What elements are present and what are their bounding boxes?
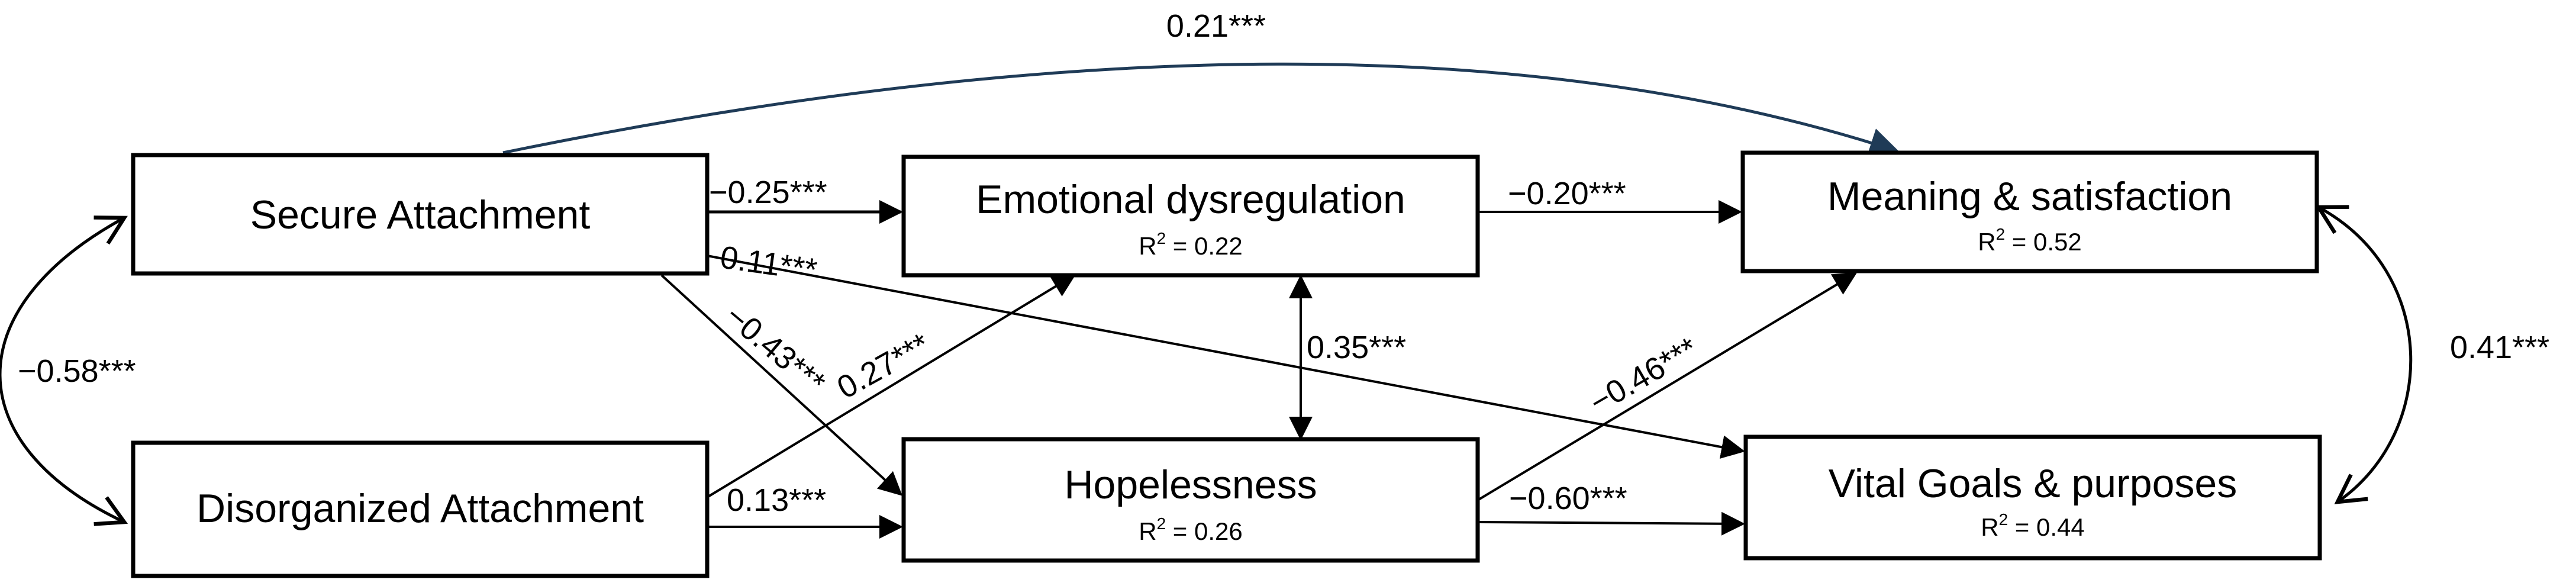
node-secure-attachment: Secure Attachment xyxy=(131,153,710,276)
coef-secure-hopelessness: −0.43*** xyxy=(718,298,832,401)
coef-disorganized-emotional: 0.27*** xyxy=(831,326,936,405)
node-disorganized-attachment: Disorganized Attachment xyxy=(131,440,710,578)
coef-secure-meaning: 0.21*** xyxy=(1166,8,1266,44)
coef-secure-emotional: −0.25*** xyxy=(709,175,827,210)
path-hopelessness-meaning xyxy=(1476,272,1858,501)
coef-secure-disorganized: −0.58*** xyxy=(18,353,136,389)
r2-label: R2 = 0.44 xyxy=(1981,510,2085,541)
node-vital-goals: Vital Goals & purposes R2 = 0.44 xyxy=(1743,434,2322,561)
node-label: Hopelessness xyxy=(1064,462,1317,507)
node-label: Emotional dysregulation xyxy=(976,177,1405,222)
path-secure-hopelessness xyxy=(660,274,902,496)
node-emotional-dysregulation: Emotional dysregulation R2 = 0.22 xyxy=(901,154,1480,278)
path-secure-disorganized xyxy=(0,215,128,526)
path-meaning-vital xyxy=(2315,205,2413,504)
coef-disorganized-hopelessness: 0.13*** xyxy=(727,482,826,518)
node-label: Vital Goals & purposes xyxy=(1829,461,2237,506)
coef-hopelessness-vital: −0.60*** xyxy=(1509,481,1627,516)
paths xyxy=(0,62,2413,539)
r2-label: R2 = 0.52 xyxy=(1978,225,2082,256)
path-hopelessness-vital xyxy=(1477,511,1745,536)
path-disorganized-emotional xyxy=(706,273,1076,498)
path-secure-meaning xyxy=(502,62,1900,157)
coefficients: 0.21*** −0.25*** 0.11*** −0.43*** 0.27**… xyxy=(18,8,2549,518)
node-label: Disorganized Attachment xyxy=(196,486,644,531)
path-secure-vital xyxy=(707,255,1745,459)
r2-label: R2 = 0.26 xyxy=(1139,514,1243,545)
coef-emotional-meaning: −0.20*** xyxy=(1508,176,1626,211)
node-label: Meaning & satisfaction xyxy=(1827,174,2232,219)
r2-label: R2 = 0.22 xyxy=(1139,229,1243,260)
coef-emotional-hopelessness: 0.35*** xyxy=(1307,330,1406,365)
coef-meaning-vital: 0.41*** xyxy=(2450,330,2549,365)
node-meaning-satisfaction: Meaning & satisfaction R2 = 0.52 xyxy=(1740,150,2319,273)
node-hopelessness: Hopelessness R2 = 0.26 xyxy=(901,437,1480,563)
coef-secure-vital: 0.11*** xyxy=(718,239,819,288)
node-label: Secure Attachment xyxy=(250,192,591,237)
